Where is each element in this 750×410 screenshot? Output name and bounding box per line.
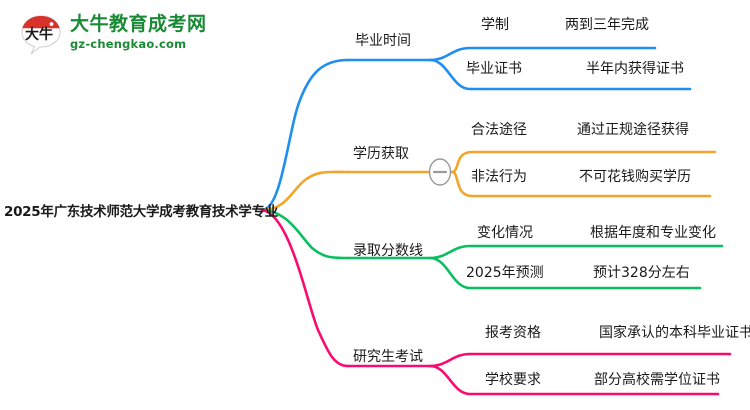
branch-3-child-1-label[interactable]: 变化情况	[477, 225, 533, 241]
svg-text:大牛: 大牛	[25, 26, 53, 43]
logo-brand-cn: 大牛教育成考网	[70, 13, 207, 35]
collapse-toggle-button[interactable]	[428, 158, 452, 186]
wire-branch-2-child-2	[450, 170, 712, 198]
wire-root-branch-4	[260, 208, 350, 368]
branch-1-child-2-label[interactable]: 毕业证书	[466, 61, 522, 77]
wire-branch-1-child-2	[428, 58, 692, 91]
root-node-label[interactable]: 2025年广东技术师范大学成考教育技术学专业	[4, 204, 278, 220]
branch-4-label[interactable]: 研究生考试	[353, 349, 423, 365]
branch-1-child-1-detail[interactable]: 两到三年完成	[565, 17, 649, 33]
wire-branch-3-child-2	[428, 256, 702, 290]
wire-branch-3-child-1	[428, 244, 724, 260]
branch-1-child-2-detail[interactable]: 半年内获得证书	[586, 61, 684, 77]
branch-1-label[interactable]: 毕业时间	[355, 33, 411, 49]
wire-branch-4-child-1	[428, 352, 732, 368]
branch-3-label[interactable]: 录取分数线	[353, 243, 423, 259]
branch-2-child-2-label[interactable]: 非法行为	[471, 169, 527, 185]
branch-2-child-1-detail[interactable]: 通过正规途径获得	[577, 122, 689, 138]
branch-2-child-2-detail[interactable]: 不可花钱购买学历	[579, 169, 691, 185]
branch-4-child-2-label[interactable]: 学校要求	[485, 372, 541, 388]
wire-root-branch-2	[260, 170, 350, 212]
branch-3-child-1-detail[interactable]: 根据年度和专业变化	[590, 225, 716, 241]
branch-4-child-2-detail[interactable]: 部分高校需学位证书	[594, 372, 720, 388]
branch-1-child-1-label[interactable]: 学制	[481, 17, 509, 33]
branch-2-child-1-label[interactable]: 合法途径	[471, 122, 527, 138]
logo-badge-icon: 大牛	[21, 15, 61, 55]
branch-4-child-1-label[interactable]: 报考资格	[485, 325, 541, 341]
wire-root-branch-1	[260, 58, 350, 212]
branch-4-child-1-detail[interactable]: 国家承认的本科毕业证书	[599, 325, 750, 341]
site-logo: 大牛 大牛教育成考网 gz-chengkao.com	[18, 10, 238, 62]
branch-3-child-2-label[interactable]: 2025年预测	[466, 265, 544, 281]
logo-brand-en: gz-chengkao.com	[70, 37, 187, 51]
wire-root-branch-3	[260, 208, 350, 260]
branch-3-child-2-detail[interactable]: 预计328分左右	[593, 265, 690, 281]
branch-2-label[interactable]: 学历获取	[353, 146, 409, 162]
wire-branch-4-child-2	[428, 364, 720, 396]
